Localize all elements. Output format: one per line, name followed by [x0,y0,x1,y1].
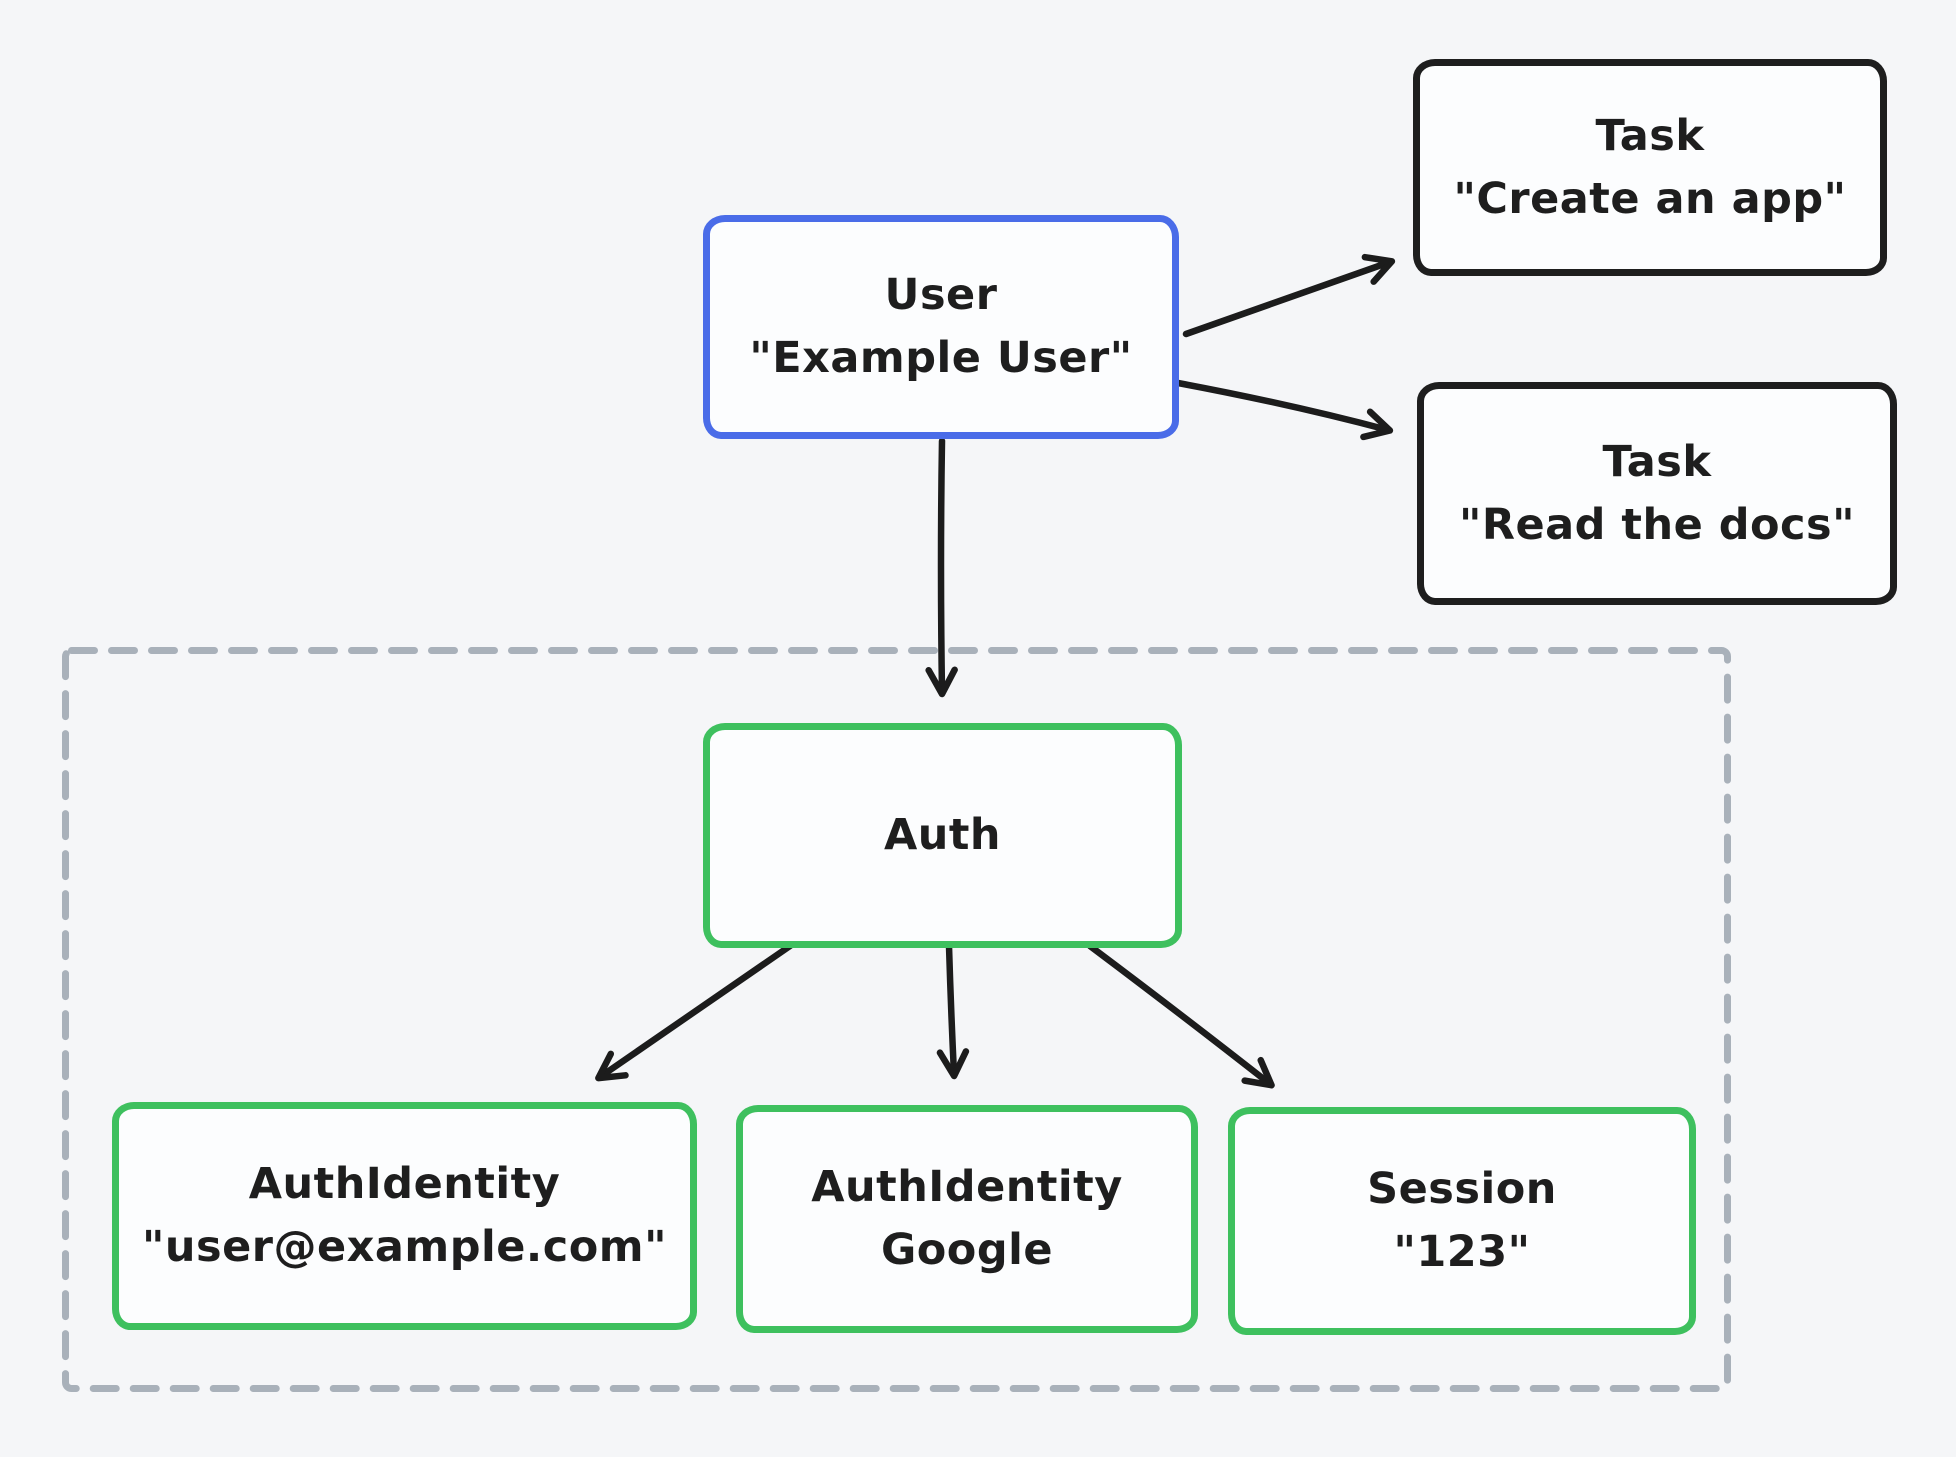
node-auth-identity-email: AuthIdentity "user@example.com" [112,1102,697,1330]
node-session-subtitle: "123" [1393,1227,1531,1277]
arrow-user-to-task-read [1174,379,1394,441]
arrow-user-to-auth [925,437,958,698]
node-task-read-title: Task [1602,436,1712,487]
node-task-create: Task "Create an app" [1413,59,1887,276]
arrow-user-to-task-create [1182,253,1396,338]
node-task-read-subtitle: "Read the docs" [1458,499,1856,550]
arrow-auth-to-session [1086,942,1275,1089]
node-session: Session "123" [1228,1107,1696,1335]
arrow-auth-to-auth-identity-google [936,942,970,1080]
node-auth-identity-email-subtitle: "user@example.com" [142,1222,667,1272]
node-session-title: Session [1367,1164,1557,1214]
node-user: User "Example User" [703,215,1179,439]
node-auth-identity-google-subtitle: Google [880,1225,1054,1275]
node-auth-identity-google-title: AuthIdentity [811,1162,1123,1212]
node-auth-identity-google: AuthIdentity Google [736,1105,1198,1333]
node-task-create-subtitle: "Create an app" [1453,173,1847,224]
node-auth-identity-email-title: AuthIdentity [248,1159,561,1209]
arrow-auth-to-auth-identity-email [595,942,794,1082]
node-task-create-title: Task [1595,110,1705,161]
node-auth: Auth [703,723,1182,948]
auth-group-dashed-border [62,647,1731,1392]
node-task-read: Task "Read the docs" [1417,382,1897,605]
node-user-subtitle: "Example User" [749,333,1133,383]
node-user-title: User [884,270,998,320]
node-auth-title: Auth [883,810,1002,860]
